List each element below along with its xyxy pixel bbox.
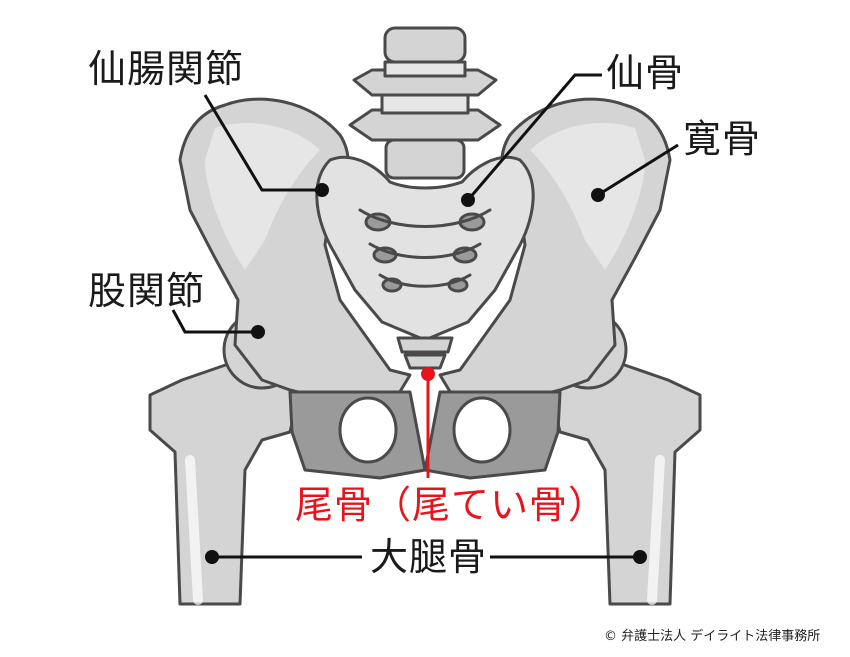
label-hip-joint: 股関節: [88, 269, 206, 313]
pointer-sacrum: [466, 73, 602, 201]
dot-coccyx: [421, 367, 435, 381]
left-femur: [148, 358, 302, 606]
label-coccyx: 尾骨（尾てい骨）: [295, 483, 608, 527]
right-femur: [548, 358, 702, 606]
label-sacroiliac-joint: 仙腸関節: [88, 47, 245, 91]
coccyx: [396, 336, 454, 370]
lumbar-vertebrae: [348, 26, 502, 180]
dot-sacroiliac: [315, 183, 329, 197]
label-ilium: 寛骨: [683, 117, 762, 161]
left-ilium: [178, 97, 412, 402]
pointer-lines: [171, 73, 679, 559]
dot-sacrum: [461, 193, 475, 207]
dot-ilium: [591, 188, 605, 202]
dot-hip-joint: [251, 325, 265, 339]
dot-femur-left: [205, 550, 219, 564]
label-sacrum: 仙骨: [606, 51, 685, 95]
pointer-hip-joint: [171, 309, 258, 334]
pubic-region: [288, 390, 562, 480]
pointer-ilium: [597, 143, 679, 197]
copyright-credit: © 弁護士法人 デイライト法律事務所: [604, 629, 821, 644]
dot-femur-right: [633, 550, 647, 564]
pointer-dots: [205, 183, 647, 564]
sacrum: [315, 155, 535, 342]
label-femur: 大腿骨: [370, 535, 488, 579]
pointer-coccyx: [421, 367, 435, 478]
pointer-sacroiliac: [203, 94, 322, 192]
